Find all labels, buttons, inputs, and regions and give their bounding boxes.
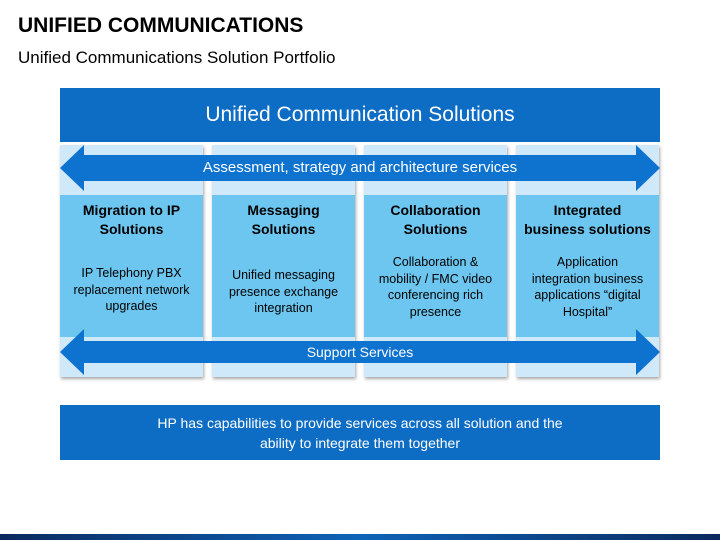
column-desc-line: upgrades [105,299,158,313]
support-arrow: Support Services [60,329,660,375]
column-highlight [212,195,355,337]
column-desc-line: Application [556,255,619,269]
column-migration: Migration to IP Solutions IP Telephony P… [60,145,203,377]
column-messaging: Messaging Solutions Unified messaging pr… [212,145,355,377]
column-highlight [516,195,659,337]
header-banner: Unified Communication Solutions [60,88,660,142]
column-desc-line: integration business [531,271,644,286]
column-title: Migration to IP Solutions [60,201,203,239]
column-description: Application integration business applica… [520,254,655,320]
column-desc-line: applications “digital [534,288,641,302]
footer-line: ability to integrate them together [259,434,460,451]
column-title-line: business solutions [524,221,651,237]
column-desc-line: integration [254,301,313,315]
column-title-line: Solutions [251,221,316,237]
column-title: Integrated business solutions [516,201,659,239]
column-desc-line: replacement network [73,282,190,297]
slide-title: UNIFIED COMMUNICATIONS [18,14,304,37]
column-title: Collaboration Solutions [364,201,507,239]
column-highlight [364,195,507,337]
column-title-line: Solutions [403,221,468,237]
column-desc-line: presence exchange [228,284,339,299]
column-integrated: Integrated business solutions Applicatio… [516,145,659,377]
column-desc-line: mobility / FMC video [378,271,493,286]
slide-subtitle: Unified Communications Solution Portfoli… [18,48,336,67]
header-label: Unified Communication Solutions [205,103,515,126]
footer-line: HP has capabilities to provide services … [157,414,563,431]
column-title-line: Migration to IP [82,202,181,218]
column-desc-line: IP Telephony PBX [81,266,182,280]
column-title-line: Messaging [247,202,320,218]
column-description: Unified messaging presence exchange inte… [216,267,351,317]
column-description: IP Telephony PBX replacement network upg… [64,265,199,315]
column-title: Messaging Solutions [212,201,355,239]
footer-banner: HP has capabilities to provide services … [60,405,660,460]
column-desc-line: Hospital” [562,304,613,319]
support-arrow-label: Support Services [306,344,414,360]
assessment-arrow: Assessment, strategy and architecture se… [60,145,660,191]
column-desc-line: Collaboration & [392,255,479,269]
column-desc-line: presence [409,304,462,319]
assessment-arrow-label: Assessment, strategy and architecture se… [202,159,518,176]
column-desc-line: conferencing rich [387,288,484,302]
column-title-line: Collaboration [390,202,481,218]
bottom-accent-bar [0,534,720,540]
column-title-line: Integrated [553,202,622,218]
column-title-line: Solutions [99,221,164,237]
column-highlight [60,195,203,337]
column-desc-line: Unified messaging [232,268,335,282]
column-collaboration: Collaboration Solutions Collaboration & … [364,145,507,377]
double-arrow-icon [60,329,660,375]
double-arrow-icon [60,145,660,191]
column-description: Collaboration & mobility / FMC video con… [368,254,503,320]
